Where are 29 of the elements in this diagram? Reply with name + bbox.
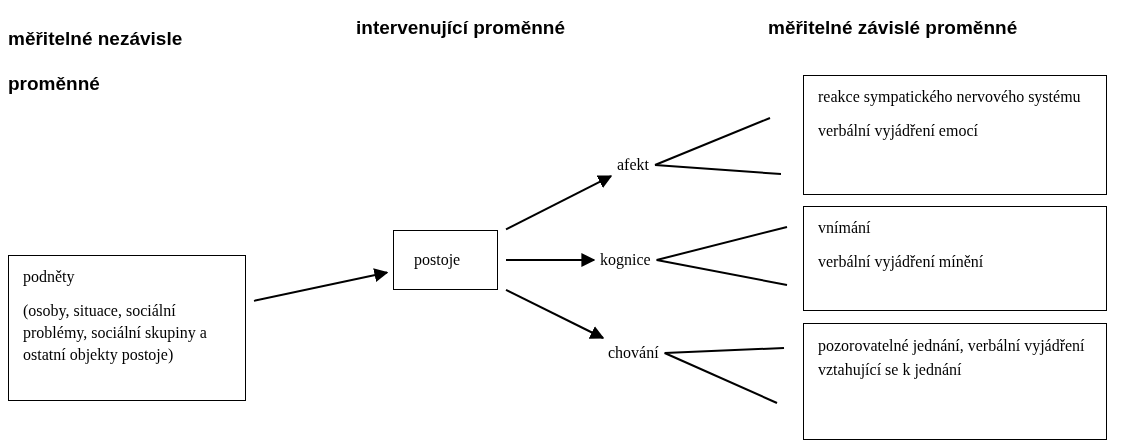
arrow (505, 253, 596, 267)
box-text: verbální vyjádření mínění (818, 252, 985, 273)
node-label: kognice (600, 251, 651, 269)
connector-line (663, 352, 778, 404)
text-box (803, 323, 1107, 440)
connector-line (654, 164, 782, 175)
node-label: chování (608, 344, 659, 362)
connector-line (663, 347, 785, 354)
box-text: (osoby, situace, sociální problémy, sociální skupiny a ostatní objekty postoje) (23, 301, 208, 366)
text-box (8, 255, 246, 401)
box-text: vnímání (818, 218, 872, 238)
text-box (803, 75, 1107, 195)
column-heading: měřitelné nezávisle proměnné (8, 27, 184, 96)
box-text: verbální vyjádření emocí (818, 121, 979, 142)
arrow (253, 268, 389, 302)
connector-line (655, 226, 788, 261)
text-box (803, 206, 1107, 311)
connector-line (654, 117, 771, 166)
box-text: postoje (414, 250, 462, 271)
column-heading: intervenující proměnné (356, 16, 567, 40)
text-box (393, 230, 498, 290)
box-text: reakce sympatického nervového systému (818, 87, 1082, 108)
box-text: pozorovatelné jednání, verbální vyjádření vztahující se k jednání (818, 336, 1086, 381)
connector-line (655, 259, 788, 286)
arrow (505, 175, 613, 231)
arrow (505, 288, 605, 339)
box-text: podněty (23, 267, 76, 288)
column-heading: měřitelné závislé proměnné (768, 16, 1019, 40)
node-label: afekt (617, 156, 649, 174)
